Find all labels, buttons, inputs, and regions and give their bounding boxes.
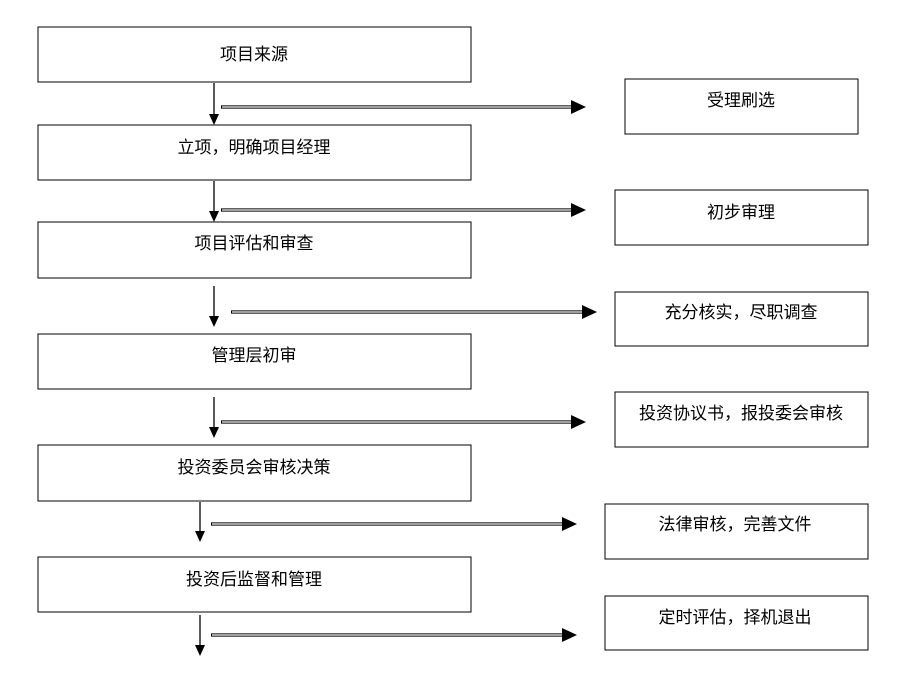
note-label: 法律审核，完善文件 [659, 515, 812, 535]
step-label: 立项，明确项目经理 [178, 138, 331, 158]
down-arrow-1 [209, 83, 219, 125]
note-label: 投资协议书，报投委会审核 [639, 404, 843, 424]
step-label: 投资后监督和管理 [186, 570, 322, 590]
note-box-screening: 受理刷选 [624, 78, 859, 135]
note-box-due-diligence: 充分核实，尽职调查 [614, 291, 869, 347]
step-box-project-source: 项目来源 [37, 26, 472, 83]
note-box-legal-review: 法律审核，完善文件 [604, 503, 869, 560]
step-box-evaluation-review: 项目评估和审查 [37, 221, 472, 279]
note-box-investment-agreement: 投资协议书，报投委会审核 [614, 391, 869, 448]
note-label: 定时评估，择机退出 [659, 608, 812, 628]
step-label: 管理层初审 [212, 346, 297, 366]
side-arrow-3 [231, 305, 597, 319]
step-box-committee-decision: 投资委员会审核决策 [37, 444, 472, 502]
down-arrow-5 [195, 502, 205, 542]
step-box-management-review: 管理层初审 [37, 333, 472, 390]
note-label: 充分核实，尽职调查 [665, 303, 818, 323]
side-arrow-4 [221, 415, 586, 429]
side-arrow-6 [211, 628, 577, 642]
side-arrow-1 [221, 100, 586, 114]
side-arrow-2 [221, 203, 586, 217]
down-arrow-4 [209, 397, 219, 438]
step-label: 项目评估和审查 [195, 234, 314, 254]
note-box-preliminary-review: 初步审理 [614, 189, 869, 246]
step-box-project-initiation: 立项，明确项目经理 [37, 124, 472, 181]
step-box-post-investment: 投资后监督和管理 [37, 556, 472, 613]
note-label: 受理刷选 [707, 91, 775, 111]
side-arrow-5 [211, 517, 577, 531]
down-arrow-3 [209, 286, 219, 327]
step-label: 项目来源 [220, 45, 288, 65]
step-label: 投资委员会审核决策 [178, 458, 331, 478]
note-label: 初步审理 [707, 203, 775, 223]
down-arrow-6 [195, 615, 205, 656]
note-box-exit: 定时评估，择机退出 [604, 595, 869, 651]
down-arrow-2 [209, 181, 219, 222]
